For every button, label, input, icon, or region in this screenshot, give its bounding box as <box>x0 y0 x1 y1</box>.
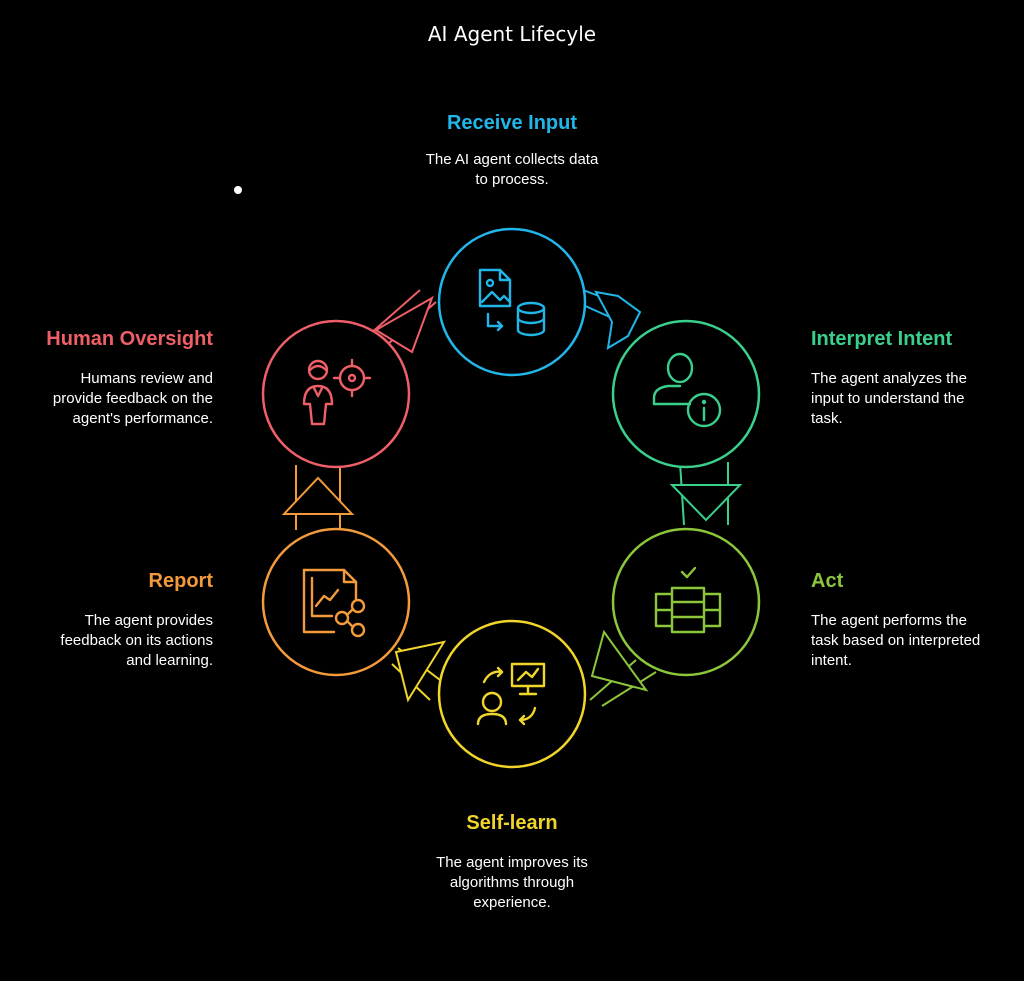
step-title-interpret-intent: Interpret Intent <box>811 328 953 350</box>
learning-cycle-icon <box>476 662 546 726</box>
step-title-self-learn: Self-learn <box>466 812 558 834</box>
step-desc-receive-input: The AI agent collects data to process. <box>425 151 599 188</box>
step-desc-human-oversight: Humans review and provide feedback on th… <box>52 370 213 427</box>
step-desc-report: The agent provides feedback on its actio… <box>60 612 213 669</box>
step-circle-report <box>261 527 411 677</box>
diagram-title: AI Agent Lifecyle <box>427 22 597 46</box>
arrow-act-to-self-learn <box>589 629 657 707</box>
document-database-icon <box>478 268 546 337</box>
step-title-human-oversight: Human Oversight <box>46 328 213 350</box>
arrow-report-to-oversight <box>281 465 355 530</box>
arrow-oversight-to-receive <box>369 289 437 354</box>
arrow-self-learn-to-report <box>391 640 447 703</box>
step-circle-human-oversight <box>261 319 411 469</box>
user-info-icon <box>652 352 722 428</box>
step-circle-interpret-intent <box>611 319 761 469</box>
step-title-act: Act <box>811 570 844 592</box>
report-share-icon <box>302 568 366 638</box>
decorative-dot <box>234 186 242 194</box>
step-desc-act: The agent performs the task based on int… <box>811 612 981 669</box>
step-desc-self-learn: The agent improves its algorithms throug… <box>436 854 588 911</box>
step-title-report: Report <box>148 570 213 592</box>
step-circle-self-learn <box>437 619 587 769</box>
task-execution-icon <box>654 566 722 634</box>
arrow-interpret-to-act <box>669 461 743 526</box>
human-target-icon <box>302 358 372 426</box>
step-circle-receive-input <box>437 227 587 377</box>
arrow-receive-to-interpret <box>571 289 642 350</box>
step-title-receive-input: Receive Input <box>446 112 578 134</box>
step-desc-interpret-intent: The agent analyzes the input to understa… <box>811 370 967 427</box>
